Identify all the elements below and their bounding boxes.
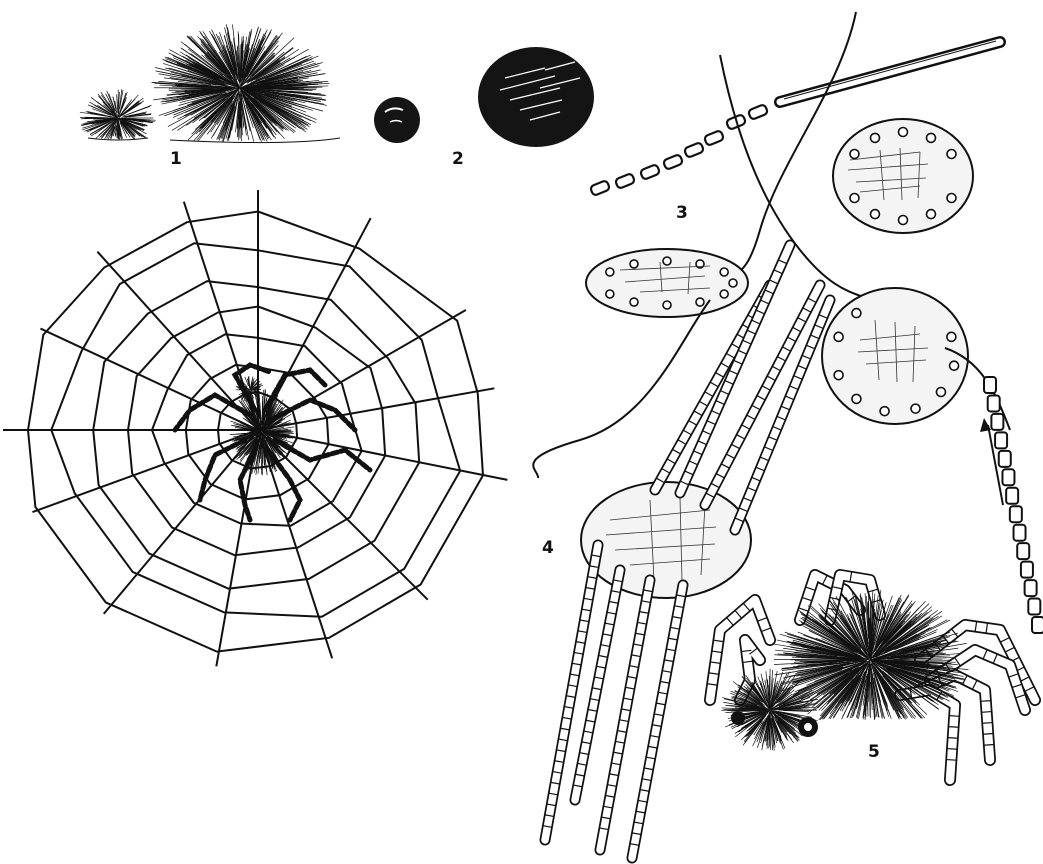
large-pompom <box>151 24 340 142</box>
spider-web <box>3 190 507 666</box>
step-5-finished-spider: 5 <box>707 572 1035 780</box>
label-3: 3 <box>676 203 688 223</box>
large-black-ball <box>478 47 594 147</box>
beaded-wire <box>945 348 1043 633</box>
label-2: 2 <box>452 149 464 169</box>
spider-head <box>721 669 818 751</box>
label-5: 5 <box>868 742 880 762</box>
card-disc <box>833 119 973 233</box>
label-1: 1 <box>170 149 182 169</box>
step-2-balls: 2 <box>374 47 594 169</box>
card-with-wire-left <box>533 249 748 478</box>
label-4: 4 <box>542 538 554 558</box>
bead-tube <box>780 41 1000 102</box>
wire <box>533 300 710 478</box>
small-pompom <box>80 89 156 140</box>
loose-beads <box>590 104 768 196</box>
spider-eye <box>731 711 745 725</box>
step-1-pompoms: 1 <box>80 24 340 169</box>
small-black-bead <box>374 97 420 143</box>
